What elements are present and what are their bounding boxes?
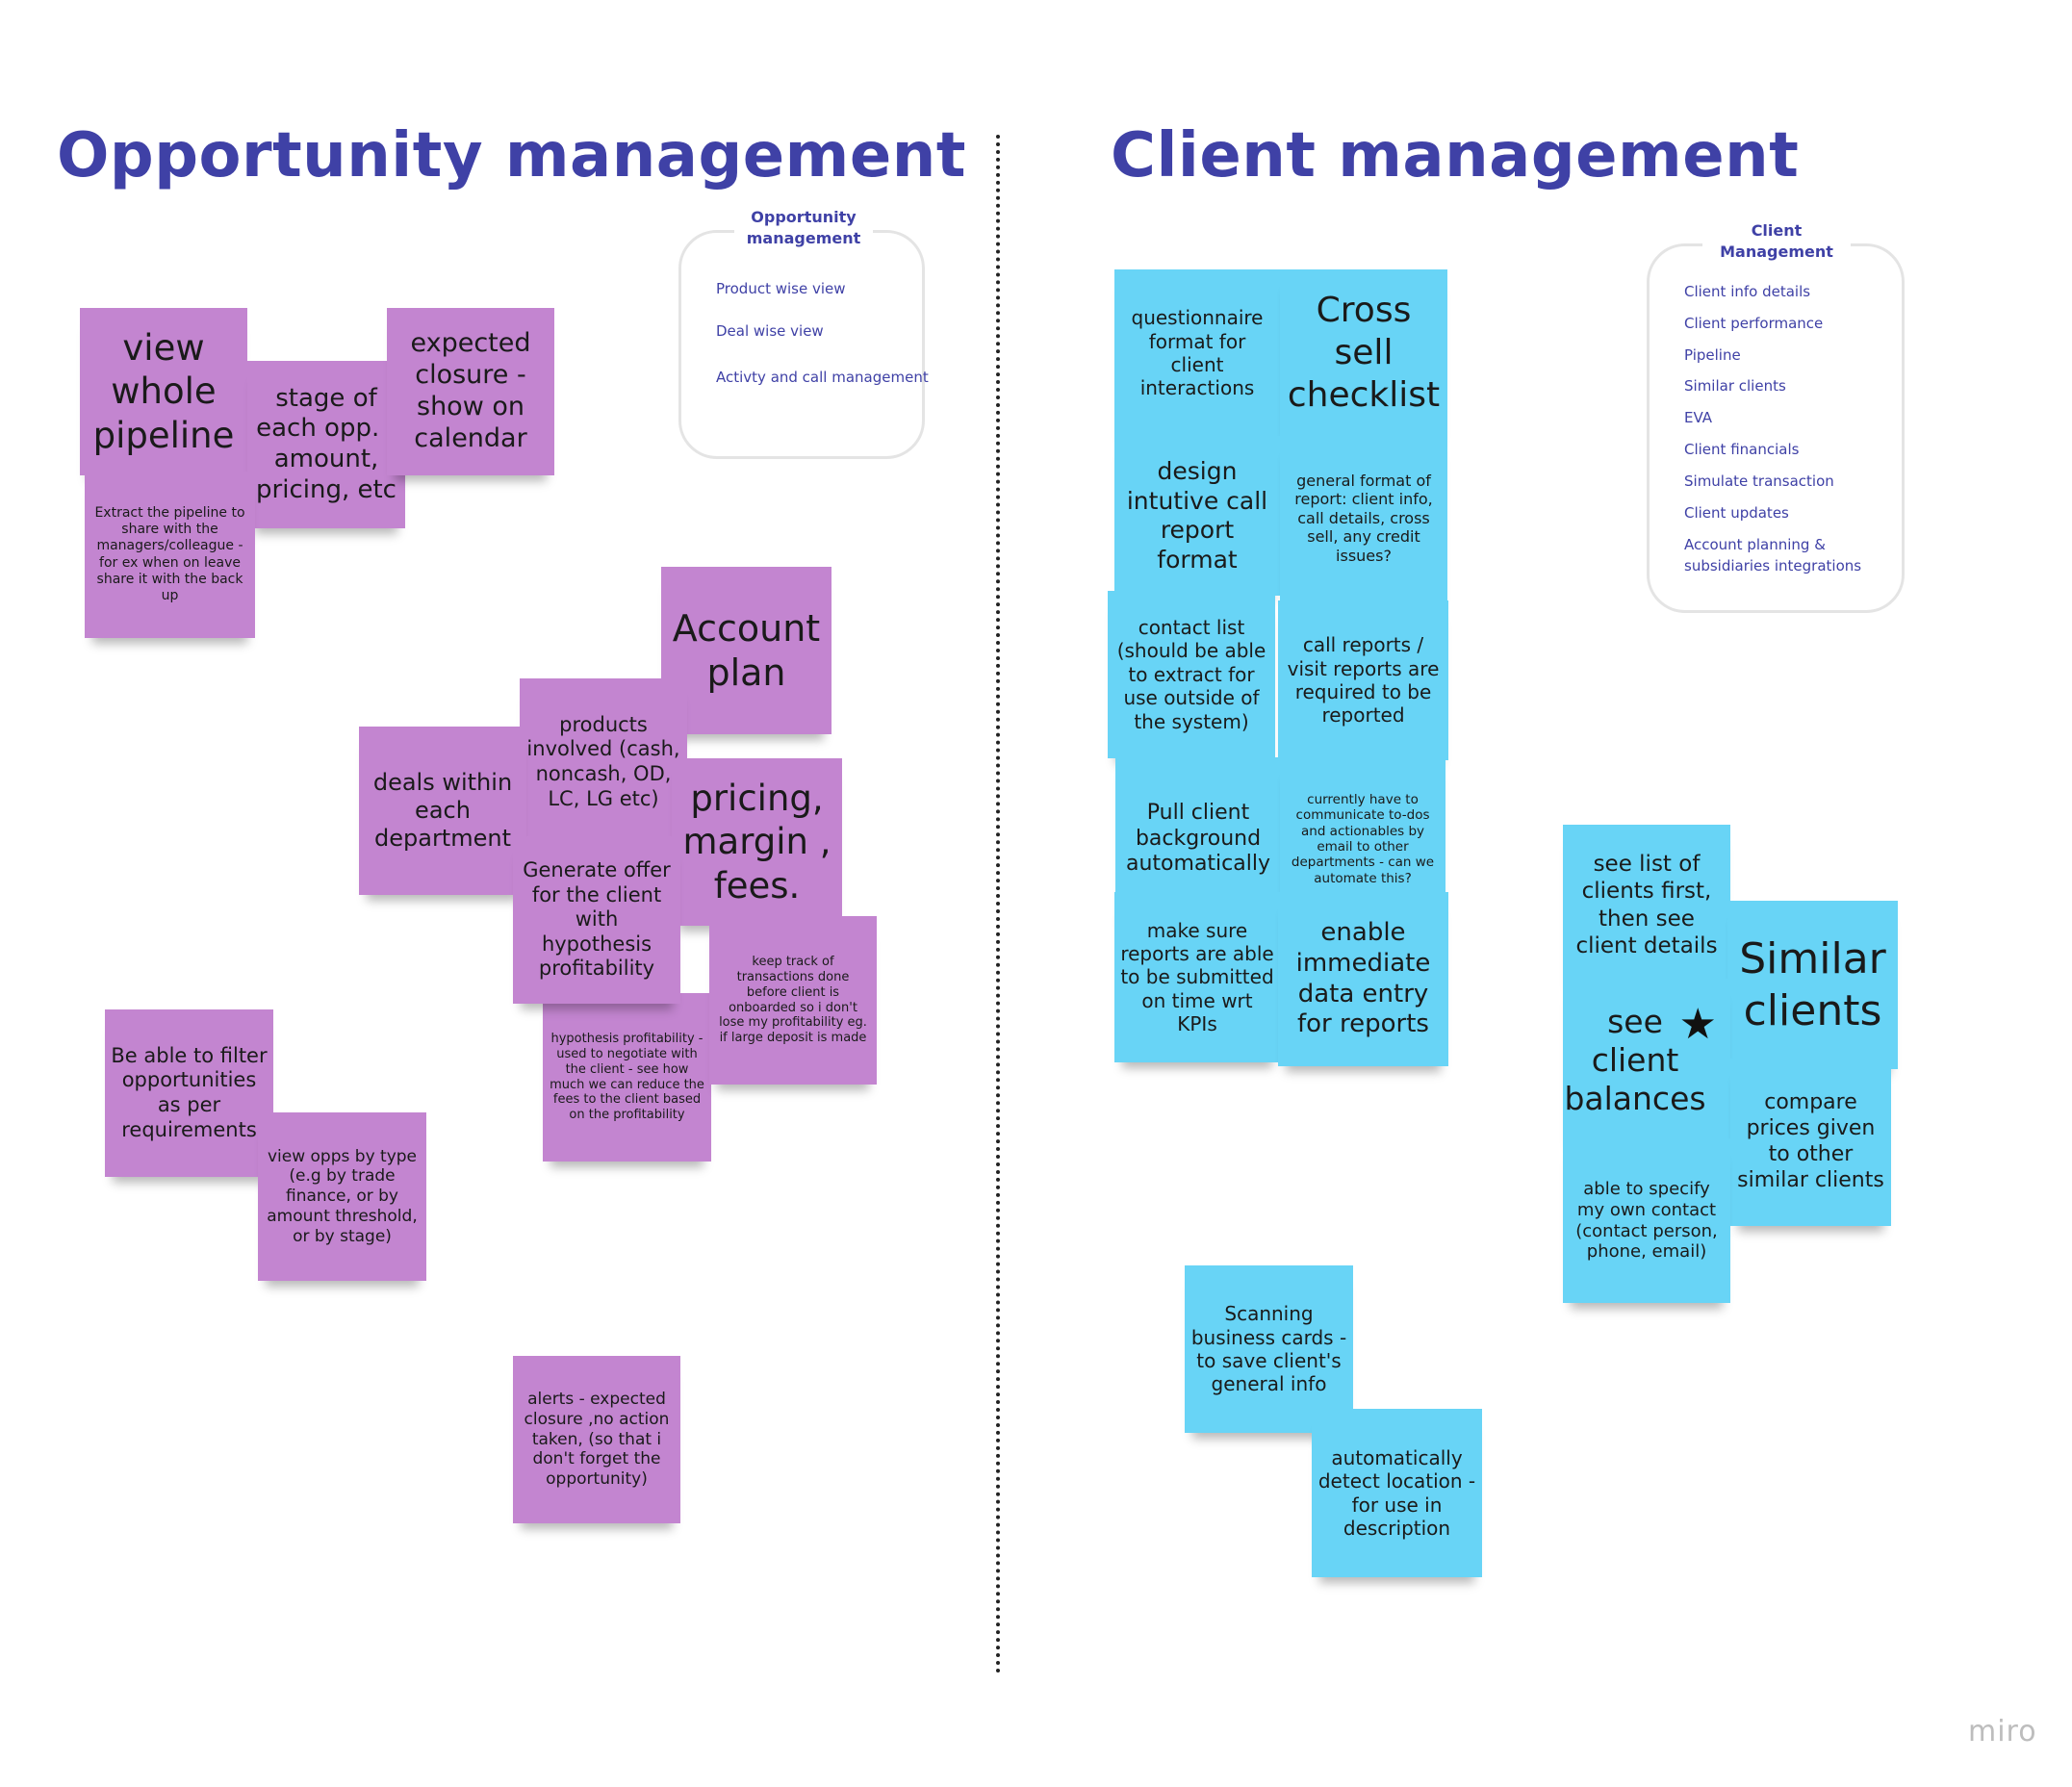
note-text: questionnaire format for client interact…	[1131, 306, 1264, 400]
sticky-note[interactable]: Generate offer for the client with hypot…	[513, 836, 680, 1004]
sticky-note[interactable]: pricing, margin , fees.	[672, 758, 842, 926]
note-text: Cross sell checklist	[1287, 291, 1441, 415]
sticky-note[interactable]: deals within each department	[359, 727, 526, 895]
opportunity-management-heading: Opportunity management	[57, 120, 966, 191]
client-management-frame[interactable]: Client Management Client info details Cl…	[1647, 220, 1905, 613]
note-text: automatically detect location - for use …	[1317, 1445, 1476, 1540]
note-text: contact list (should be able to extract …	[1116, 616, 1266, 733]
note-text: view whole pipeline	[92, 327, 235, 456]
sticky-note[interactable]: enable immediate data entry for reports	[1278, 892, 1448, 1066]
sticky-note[interactable]: view opps by type (e.g by trade finance,…	[258, 1112, 426, 1281]
sticky-note[interactable]: see client balances★	[1563, 979, 1730, 1142]
note-text: enable immediate data entry for reports	[1295, 918, 1431, 1039]
sticky-note[interactable]: Account plan	[661, 567, 831, 734]
note-text: stage of each opp. - amount, pricing, et…	[256, 383, 396, 504]
frame-item: Simulate transaction	[1684, 472, 1834, 490]
note-text: design intutive call report format	[1126, 457, 1268, 574]
sticky-note[interactable]: Similar clients	[1727, 901, 1898, 1069]
frame-title: Client Management	[1702, 220, 1851, 263]
frame-item: Account planning & subsidiaries integrat…	[1684, 536, 1862, 574]
note-text: Scanning business cards - to save client…	[1190, 1302, 1347, 1396]
note-text: currently have to communicate to-dos and…	[1291, 791, 1435, 886]
note-text: products involved (cash, noncash, OD, LC…	[526, 712, 680, 810]
note-text: Extract the pipeline to share with the m…	[94, 505, 245, 603]
frame-item: Similar clients	[1684, 377, 1786, 395]
note-text: hypothesis profitability - used to negot…	[550, 1031, 704, 1123]
sticky-note[interactable]: compare prices given to other similar cl…	[1730, 1059, 1891, 1226]
note-text: Be able to filter opportunities as per r…	[111, 1043, 268, 1141]
sticky-note[interactable]: general format of report: client info, c…	[1280, 436, 1447, 600]
sticky-note[interactable]: keep track of transactions done before c…	[709, 916, 877, 1085]
note-text: general format of report: client info, c…	[1294, 471, 1433, 565]
sticky-note[interactable]: make sure reports are able to be submitt…	[1114, 892, 1280, 1062]
sticky-note[interactable]: stage of each opp. - amount, pricing, et…	[247, 361, 405, 528]
frame-item: EVA	[1684, 409, 1713, 426]
dotted-divider	[996, 135, 1000, 1674]
sticky-note[interactable]: questionnaire format for client interact…	[1114, 269, 1280, 437]
note-text: keep track of transactions done before c…	[719, 954, 867, 1046]
sticky-note[interactable]: Be able to filter opportunities as per r…	[105, 1009, 273, 1177]
note-text: Account plan	[672, 606, 821, 694]
sticky-note[interactable]: products involved (cash, noncash, OD, LC…	[520, 678, 687, 846]
sticky-note[interactable]: expected closure - show on calendar	[387, 308, 554, 475]
sticky-note[interactable]: able to specify my own contact (contact …	[1563, 1138, 1730, 1303]
sticky-note[interactable]: Extract the pipeline to share with the m…	[85, 472, 255, 638]
frame-item: Product wise view	[716, 280, 846, 297]
note-text: compare prices given to other similar cl…	[1737, 1090, 1884, 1192]
note-text: see client balances	[1564, 1002, 1706, 1118]
frame-item: Client performance	[1684, 315, 1824, 332]
sticky-note[interactable]: hypothesis profitability - used to negot…	[543, 993, 711, 1162]
sticky-note[interactable]: call reports / visit reports are require…	[1278, 600, 1448, 760]
note-text: Similar clients	[1739, 933, 1886, 1035]
note-text: able to specify my own contact (contact …	[1575, 1178, 1718, 1263]
note-text: make sure reports are able to be submitt…	[1120, 918, 1274, 1036]
frame-item: Activty and call management	[716, 369, 929, 386]
sticky-note[interactable]: automatically detect location - for use …	[1312, 1409, 1482, 1577]
note-text: Generate offer for the client with hypot…	[523, 857, 671, 981]
frame-item: Client financials	[1684, 441, 1800, 458]
star-icon: ★	[1678, 1000, 1717, 1049]
frame-item: Client updates	[1684, 504, 1789, 522]
sticky-note[interactable]: contact list (should be able to extract …	[1108, 591, 1275, 758]
sticky-note[interactable]: design intutive call report format	[1114, 436, 1280, 596]
note-text: see list of clients first, then see clie…	[1575, 852, 1718, 958]
frame-item: Pipeline	[1684, 346, 1741, 364]
note-text: pricing, margin , fees.	[682, 778, 831, 906]
client-management-heading: Client management	[1111, 120, 1800, 191]
note-text: call reports / visit reports are require…	[1287, 633, 1440, 728]
sticky-note[interactable]: Cross sell checklist	[1280, 269, 1447, 437]
note-text: view opps by type (e.g by trade finance,…	[267, 1146, 418, 1246]
note-text: alerts - expected closure ,no action tak…	[524, 1390, 670, 1490]
frame-item: Deal wise view	[716, 322, 824, 340]
note-text: Pull client background automatically	[1126, 800, 1270, 877]
miro-logo: miro	[1968, 1715, 2037, 1749]
sticky-note[interactable]: Scanning business cards - to save client…	[1185, 1265, 1353, 1433]
frame-item: Client info details	[1684, 283, 1811, 300]
sticky-note[interactable]: alerts - expected closure ,no action tak…	[513, 1356, 680, 1523]
note-text: deals within each department	[372, 768, 513, 853]
note-text: expected closure - show on calendar	[410, 328, 531, 453]
frame-title: Opportunity management	[734, 207, 873, 249]
opportunity-management-frame[interactable]: Opportunity management Product wise view…	[678, 207, 929, 459]
sticky-note[interactable]: view whole pipeline	[80, 308, 247, 475]
sticky-note[interactable]: see list of clients first, then see clie…	[1563, 825, 1730, 985]
